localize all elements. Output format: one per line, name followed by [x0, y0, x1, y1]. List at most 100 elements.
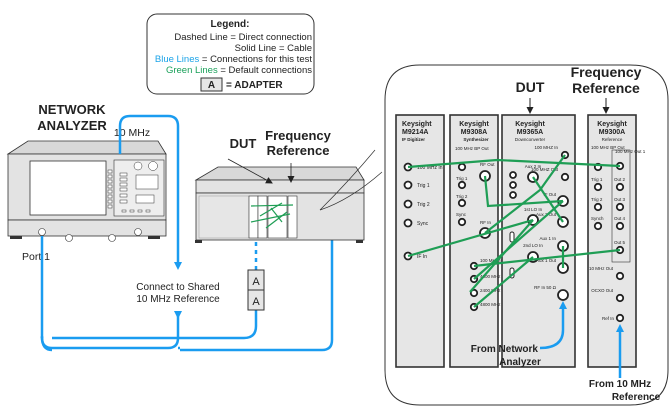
m4-port-10mhz-out[interactable]	[615, 271, 625, 281]
legend-adapter-label: = ADAPTER	[226, 80, 283, 91]
m1-type: IF Digitizer	[402, 137, 425, 142]
m4-port-trig1[interactable]	[593, 182, 603, 192]
m2-port-100mhz-bp-out[interactable]	[457, 162, 467, 172]
svg-text:100 MHZ In: 100 MHZ In	[534, 145, 558, 150]
svg-text:4800 MHz Out: 4800 MHz Out	[480, 274, 510, 279]
m4-port-ref-in[interactable]	[615, 313, 625, 323]
detail-freq-ref-1: Frequency	[571, 64, 642, 80]
na-title-2: ANALYZER	[37, 118, 107, 133]
svg-text:Trig 2: Trig 2	[456, 194, 468, 199]
svg-text:2nd LO In: 2nd LO In	[523, 243, 543, 248]
detail-callout: DUT Frequency Reference Keysight M9214A …	[384, 64, 669, 406]
shared-ref-label-2: 10 MHz Reference	[136, 294, 220, 305]
svg-text:Trig 1: Trig 1	[456, 176, 468, 181]
m2-model: M9308A	[461, 129, 487, 136]
svg-text:100 MHz Out 1: 100 MHz Out 1	[615, 149, 646, 154]
legend-title: Legend:	[211, 19, 250, 30]
green-default-connections	[407, 154, 621, 308]
na-10mhz-label: 10 MHz	[114, 127, 150, 139]
svg-text:Trig 1: Trig 1	[417, 183, 430, 189]
m3-brand: Keysight	[515, 121, 545, 128]
legend-line-solid: Solid Line = Cable	[235, 43, 312, 54]
svg-text:Out 4: Out 4	[614, 216, 626, 221]
green-4800-to-2nd-lo	[473, 256, 534, 308]
m2-port-sync[interactable]	[457, 217, 467, 227]
m2-brand: Keysight	[459, 121, 489, 128]
svg-text:Synch: Synch	[591, 216, 604, 221]
svg-text:Out 3: Out 3	[614, 197, 626, 202]
m1-port-trig2[interactable]	[403, 199, 413, 209]
svg-text:Out 5: Out 5	[614, 240, 626, 245]
green-out5-to-synth	[473, 248, 621, 268]
legend-line-dashed: Dashed Line = Direct connection	[174, 32, 312, 43]
chassis-freq-ref-2: Reference	[267, 143, 330, 158]
svg-text:RF Out: RF Out	[480, 162, 495, 167]
green-rf-out-to-if	[483, 175, 564, 208]
svg-text:4800 MHz Out: 4800 MHz Out	[480, 302, 510, 307]
m4-port-synch[interactable]	[593, 221, 603, 231]
na-port-1-connector[interactable]	[38, 228, 46, 236]
svg-text:10 MHz Out: 10 MHz Out	[589, 266, 614, 271]
legend-adapter-letter: A	[208, 80, 215, 91]
svg-text:1st LO In: 1st LO In	[524, 207, 543, 212]
svg-text:Trig 1: Trig 1	[591, 177, 603, 182]
svg-text:100 MHz In: 100 MHz In	[417, 165, 443, 171]
green-aux2	[532, 176, 564, 223]
svg-text:100 MHZ Out: 100 MHZ Out	[531, 167, 559, 172]
green-if-in	[407, 218, 534, 258]
svg-text:Trig 2: Trig 2	[591, 197, 603, 202]
svg-text:Ref In: Ref In	[602, 316, 615, 321]
svg-text:100 MHz BP Out: 100 MHz BP Out	[455, 146, 489, 151]
svg-text:RF In 50 Ω: RF In 50 Ω	[534, 285, 557, 290]
svg-text:100 MHz BP Out: 100 MHz BP Out	[591, 145, 625, 150]
svg-text:OCXO Out: OCXO Out	[591, 288, 614, 293]
from-ref-label-1: From 10 MHz	[589, 379, 651, 390]
svg-text:Sync: Sync	[417, 221, 429, 227]
m3-port-100mhz-out[interactable]	[560, 172, 570, 182]
m1-brand: Keysight	[402, 121, 432, 128]
m1-port-sync[interactable]	[403, 218, 413, 228]
detail-dut-label: DUT	[516, 79, 545, 95]
m1-port-trig1[interactable]	[403, 180, 413, 190]
chassis-dut-label: DUT	[230, 136, 257, 151]
legend-adapter-box	[200, 77, 223, 92]
m4-port-out4[interactable]	[615, 221, 625, 231]
m4-port-out2[interactable]	[615, 182, 625, 192]
m4-port-out3[interactable]	[615, 202, 625, 212]
m4-model: M9300A	[599, 129, 625, 136]
m2-port-trig2[interactable]	[457, 198, 467, 208]
svg-text:Sync: Sync	[456, 212, 467, 217]
m4-type: Reference	[602, 137, 623, 142]
m3-model: M9365A	[517, 129, 543, 136]
m2-port-trig1[interactable]	[457, 180, 467, 190]
chassis-freq-ref-1: Frequency	[265, 128, 332, 143]
legend-line-green: Green Lines = Default connections	[166, 65, 312, 76]
adapters: A A	[247, 269, 265, 311]
green-1st-lo	[469, 219, 534, 293]
na-10mhz-cable	[118, 114, 182, 270]
module-m9308a: Keysight M9308A Synthesizer 100 MHz BP O…	[449, 114, 510, 368]
pxi-chassis: DUT Frequency Reference	[194, 128, 383, 243]
shared-ref-label-1: Connect to Shared	[136, 282, 219, 293]
legend: Legend: Dashed Line = Direct connection …	[146, 13, 315, 95]
adapter-1: A	[252, 276, 260, 288]
svg-text:Out 2: Out 2	[614, 177, 626, 182]
na-screen	[29, 160, 107, 216]
green-100mhz-in	[484, 154, 566, 234]
m2-port-2400-out[interactable]	[469, 288, 479, 298]
svg-text:Trig 2: Trig 2	[417, 202, 430, 208]
m3-type: Downconverter	[515, 137, 546, 142]
m4-port-trig2[interactable]	[593, 202, 603, 212]
from-na-label-1: From Network	[471, 344, 539, 355]
svg-text:IF Out: IF Out	[543, 192, 556, 197]
adapter-2: A	[252, 296, 260, 308]
m4-port-ocxo-out[interactable]	[615, 293, 625, 303]
m3-port-rf-in[interactable]	[557, 289, 569, 301]
na-title-1: NETWORK	[38, 102, 106, 117]
m2-type: Synthesizer	[463, 137, 489, 142]
network-analyzer: NETWORK ANALYZER 10 MHz Port 1	[6, 102, 167, 263]
legend-line-blue: Blue Lines = Connections for this test	[155, 54, 312, 65]
na-port1-to-adapter-cable	[52, 308, 258, 340]
from-na-arrow	[539, 301, 567, 350]
m4-brand: Keysight	[597, 121, 627, 128]
